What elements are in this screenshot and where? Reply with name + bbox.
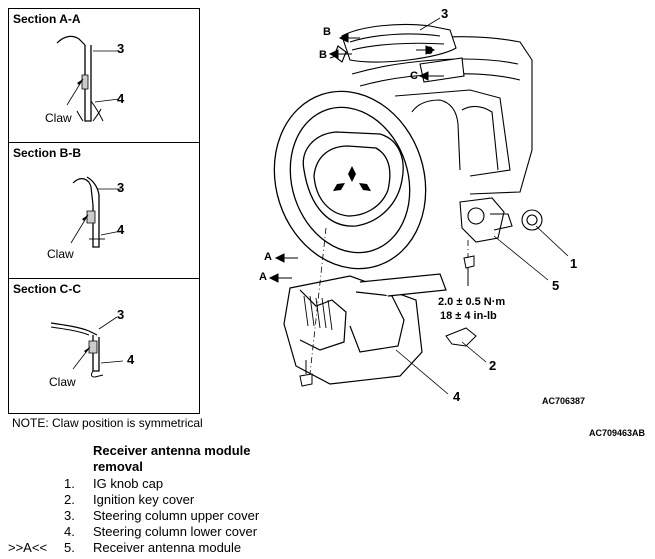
torque-spec-metric: 2.0 ± 0.5 N·m	[438, 296, 506, 308]
receiver-antenna-module	[459, 197, 513, 243]
note-text: NOTE: Claw position is symmetrical	[12, 416, 203, 430]
procedure-item-marker: >>A<<	[8, 540, 48, 555]
lower-cover-ribs	[303, 295, 333, 331]
section-b-b-label-3: 3	[117, 180, 125, 195]
screw-lower	[299, 360, 313, 387]
section-c-c-claw-label: Claw	[49, 375, 76, 389]
procedure-item-number: 2.	[64, 492, 75, 507]
callout-3: 3	[441, 6, 449, 21]
torque-spec-imperial: 18 ± 4 in-lb	[440, 310, 497, 322]
view-letter-a-upper: A	[264, 251, 272, 263]
section-c-c-title: Section C-C	[13, 282, 82, 296]
lower-cover	[283, 273, 447, 385]
section-b-b-title: Section B-B	[13, 146, 82, 160]
ignition-key-cover	[445, 327, 477, 347]
view-letter-a-lower: A	[259, 271, 267, 283]
callout-2: 2	[489, 358, 497, 373]
section-a-a-title: Section A-A	[13, 12, 81, 26]
section-b-b-drawing	[70, 176, 122, 248]
procedure-title-line2: removal	[93, 459, 143, 474]
callout-5: 5	[552, 278, 560, 293]
procedure-item-text: Receiver antenna module	[93, 540, 242, 555]
section-b-b-claw-label: Claw	[47, 247, 74, 261]
section-c-c-drawing	[50, 316, 124, 378]
section-a-a-drawing	[56, 35, 120, 122]
procedure-item-number: 5.	[64, 540, 75, 555]
page-code: AC709463AB	[589, 428, 646, 438]
view-letter-c-lower: C	[410, 70, 418, 82]
procedure-item-text: Steering column upper cover	[93, 508, 260, 523]
view-letter-b-upper: B	[323, 26, 331, 38]
brand-logo	[333, 166, 371, 191]
callout-4: 4	[453, 389, 461, 404]
section-a-a-panel: Section A-A 3 4 Claw	[8, 8, 200, 144]
section-c-c-label-3: 3	[117, 307, 125, 322]
section-b-b-label-4: 4	[117, 222, 125, 237]
view-letter-b-lower: B	[319, 49, 327, 61]
section-a-a-claw-label: Claw	[45, 111, 72, 125]
procedure-item-text: Steering column lower cover	[93, 524, 258, 539]
ig-knob-cap	[521, 209, 543, 231]
procedure-item-text: Ignition key cover	[93, 492, 195, 507]
section-c-c-label-4: 4	[127, 352, 135, 367]
alignment-lines	[309, 227, 469, 375]
view-letter-c-upper: C	[425, 45, 433, 57]
section-b-b-panel: Section B-B 3 4 Claw	[8, 142, 200, 280]
callout-1: 1	[570, 256, 578, 271]
section-a-a-label-4: 4	[117, 91, 125, 106]
procedure-item-number: 4.	[64, 524, 75, 539]
steering-wheel	[273, 90, 427, 270]
screw-upper	[463, 255, 475, 286]
figure-code: AC706387	[542, 396, 586, 406]
procedure-item-number: 1.	[64, 476, 75, 491]
section-c-c-panel: Section C-C 3 4 Claw	[8, 278, 200, 414]
callout-leaders	[395, 17, 569, 395]
procedure-title-line1: Receiver antenna module	[93, 443, 251, 458]
procedure-item-text: IG knob cap	[93, 476, 164, 491]
procedure-item-number: 3.	[64, 508, 75, 523]
view-arrows	[268, 33, 444, 283]
section-a-a-label-3: 3	[117, 41, 125, 56]
